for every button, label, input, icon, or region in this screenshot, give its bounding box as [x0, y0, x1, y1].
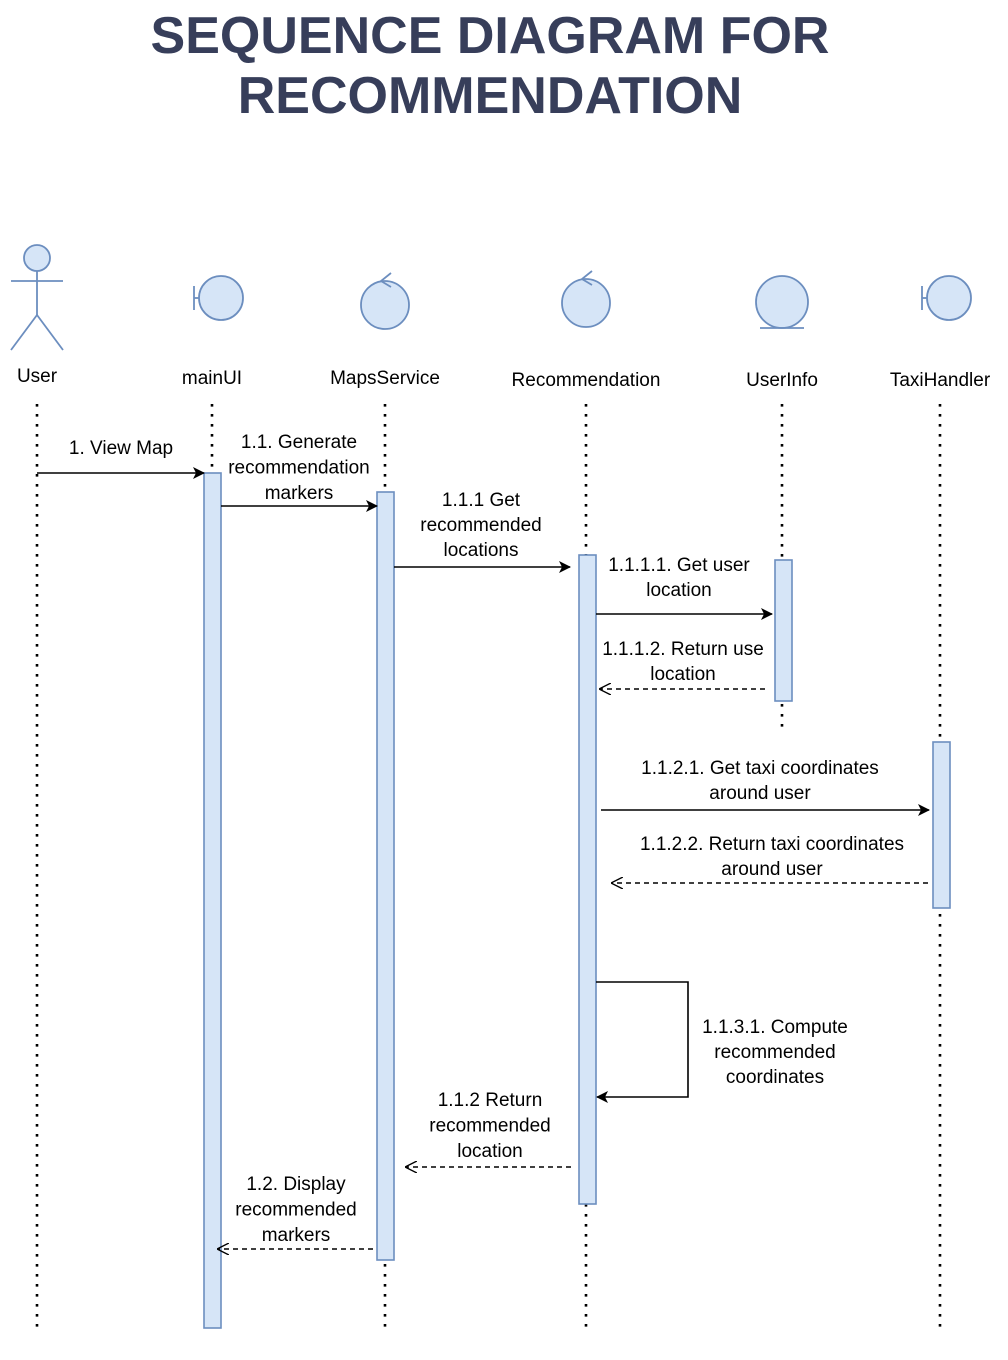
participant-label-userinfo: UserInfo	[746, 370, 818, 391]
self-call-arrow	[596, 981, 689, 1103]
diagram-title: SEQUENCE DIAGRAM FOR RECOMMENDATION	[0, 6, 980, 126]
participant-mapsservice: MapsService	[330, 272, 440, 1332]
control-icon	[360, 272, 410, 330]
activation-mainui	[203, 472, 222, 1329]
entity-icon	[755, 275, 809, 329]
boundary-icon	[921, 275, 972, 321]
actor-icon	[10, 244, 64, 351]
title-line-1: SEQUENCE DIAGRAM FOR	[150, 7, 830, 65]
participant-recommendation: Recommendation	[512, 270, 661, 1332]
participant-label-mainui: mainUI	[182, 368, 242, 389]
message-m1: 1. View Map	[37, 438, 205, 479]
participant-label-taxihandler: TaxiHandler	[890, 370, 991, 391]
title-line-2: RECOMMENDATION	[237, 67, 743, 125]
boundary-icon	[193, 275, 244, 321]
activation-recommendation	[578, 554, 597, 1205]
activation-userinfo	[774, 559, 793, 702]
participant-taxihandler: TaxiHandler	[890, 275, 991, 1332]
activation-mapsservice	[376, 491, 395, 1261]
participant-label-user: User	[17, 366, 58, 387]
message-label: 1. View Map	[69, 438, 173, 459]
activation-taxihandler	[932, 741, 951, 909]
participant-mainui: mainUI	[182, 275, 244, 1332]
control-icon	[561, 270, 611, 328]
participant-label-mapsservice: MapsService	[330, 368, 440, 389]
participant-label-recommendation: Recommendation	[512, 370, 661, 391]
participant-user: User	[10, 244, 64, 1332]
